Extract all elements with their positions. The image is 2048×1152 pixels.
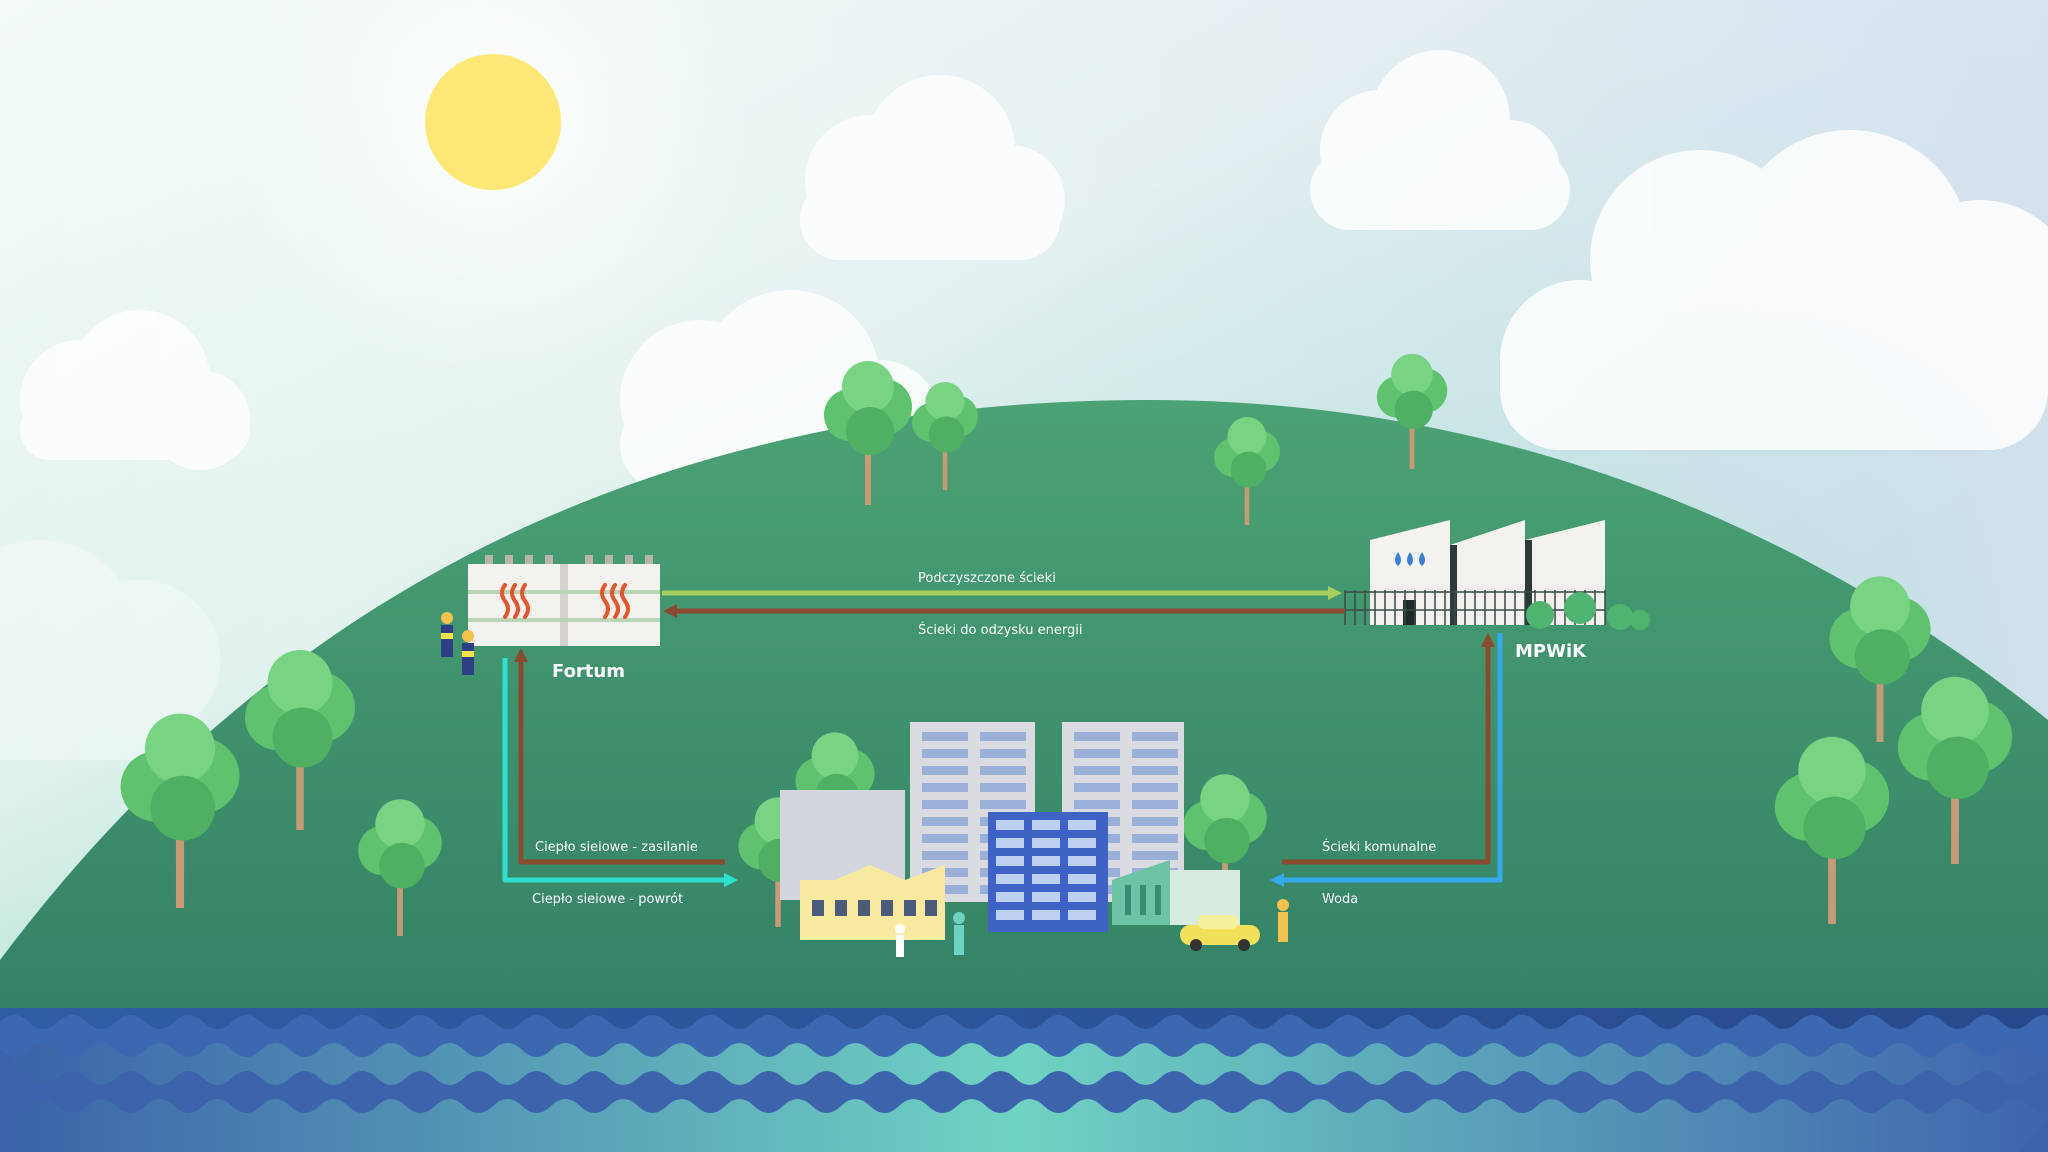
heat-exchanger-icon (500, 583, 630, 619)
cloud (1310, 50, 1570, 230)
water-label: Woda (1322, 892, 1358, 907)
mpwik-plant (1344, 520, 1650, 630)
sea (0, 1008, 2048, 1152)
water-arrow (1282, 633, 1503, 883)
heat-return-label: Ciepło sieiowe - powrót (532, 892, 683, 907)
worker (462, 630, 474, 675)
treated-sewage-label: Podczyszczone ścieki (918, 571, 1056, 586)
person (895, 924, 905, 957)
municipal-sewage-label: Ścieki komunalne (1322, 839, 1436, 855)
sun (425, 54, 561, 190)
tree (912, 382, 978, 490)
tree (1214, 417, 1280, 525)
heat-return-arrow (502, 658, 725, 883)
cloud (20, 310, 250, 470)
flow-arrows (502, 586, 1503, 887)
tree (358, 799, 442, 936)
cloud (800, 75, 1065, 260)
water-drop-factory-icon (1395, 552, 1425, 566)
cloud (1500, 130, 2048, 450)
tree (1183, 774, 1267, 911)
tree (1376, 353, 1448, 469)
sewage-energy-label: Ścieki do odzysku energii (918, 622, 1082, 638)
worker (441, 612, 453, 657)
tree (1774, 736, 1890, 924)
cloud (0, 540, 220, 760)
tree (120, 713, 240, 908)
mpwik-label: MPWiK (1515, 641, 1587, 662)
person (953, 912, 965, 955)
car (1180, 925, 1260, 945)
municipal-sewage-arrow (1282, 645, 1491, 865)
city (780, 722, 1289, 957)
tree (1897, 676, 2013, 864)
tree (1829, 576, 1931, 742)
fortum-plant (441, 555, 660, 675)
heat-supply-label: Ciepło sieiowe - zasilanie (535, 840, 698, 855)
person (1277, 899, 1289, 942)
heat-supply-arrow (518, 660, 725, 865)
tree (245, 650, 355, 830)
fortum-label: Fortum (552, 661, 625, 682)
tree (824, 361, 912, 505)
